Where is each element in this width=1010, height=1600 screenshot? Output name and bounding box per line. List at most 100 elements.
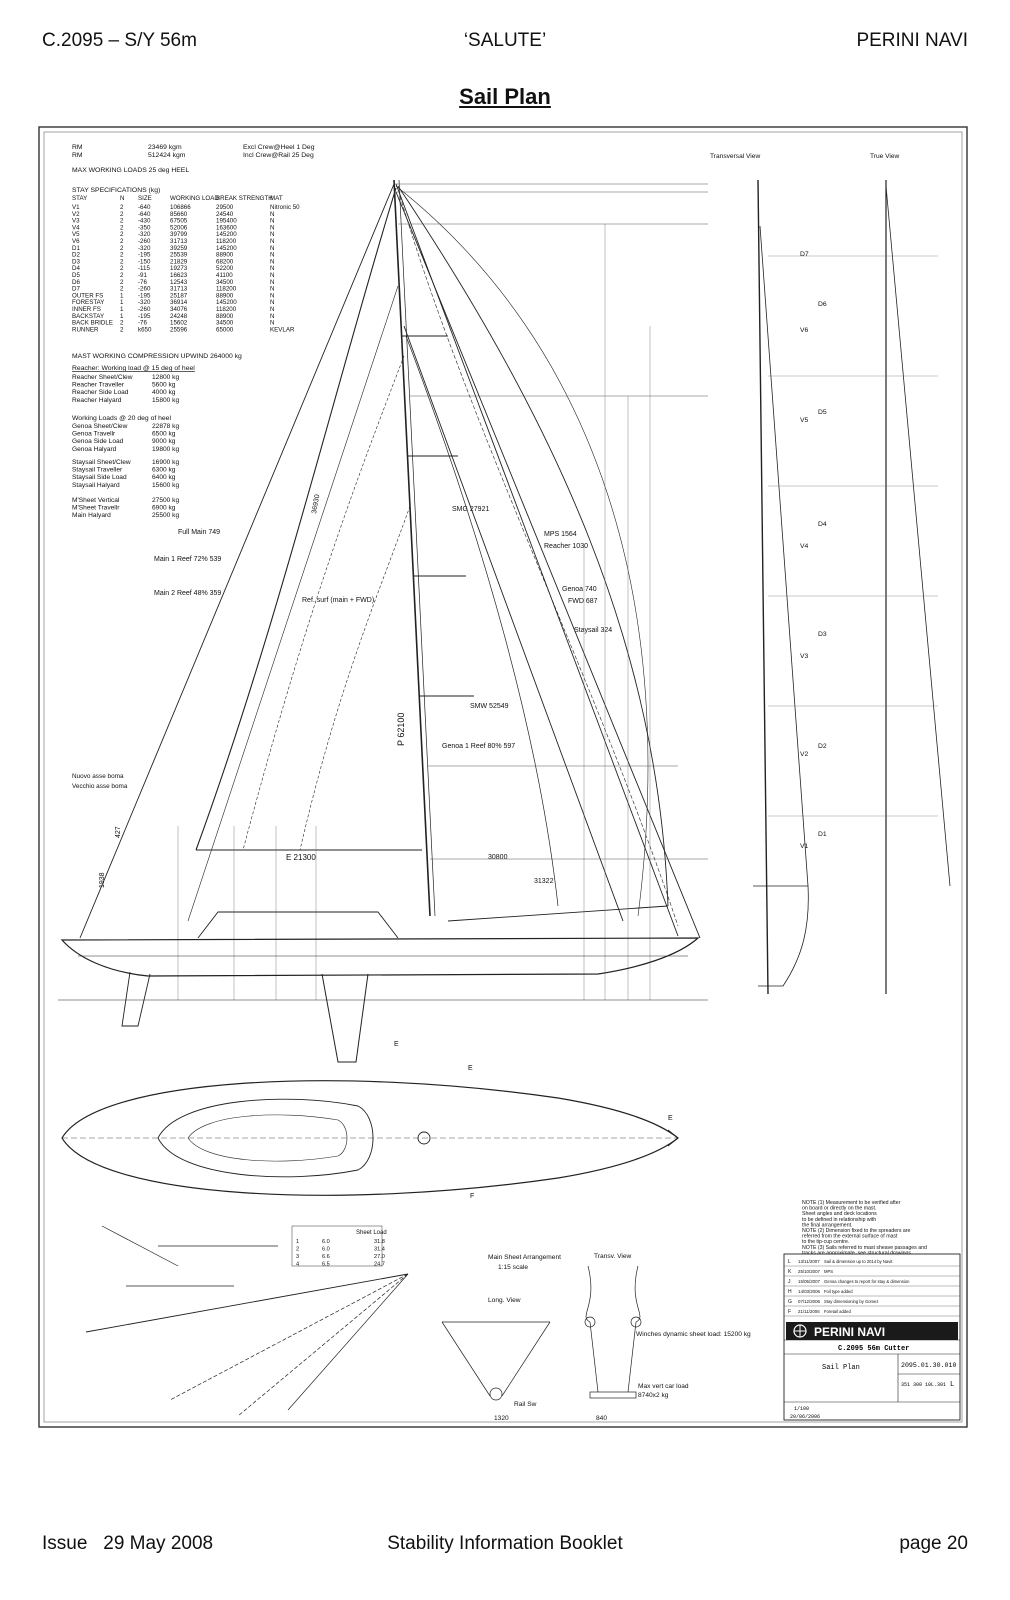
stay-cell: 16623 (170, 272, 188, 279)
stay-cell: N (270, 299, 274, 306)
mast-compression: MAST WORKING COMPRESSION UPWIND 264000 k… (72, 353, 242, 360)
sheet-load-cell: 6.5 (322, 1262, 330, 1268)
stay-cell: 1 (120, 313, 124, 320)
stay-cell: V5 (72, 231, 80, 238)
stay-cell: N (270, 272, 274, 279)
stay-cell: 31713 (170, 286, 188, 293)
stay-cell: V3 (72, 218, 80, 225)
stay-cell: N (270, 279, 274, 286)
stay-cell: 25187 (170, 292, 188, 299)
stay-cell: -91 (138, 272, 148, 279)
project-name: C.2095 56m Cutter (838, 1345, 909, 1353)
diagonal-label: D7 (800, 251, 809, 258)
load-label: Genoa Halyard (72, 446, 117, 453)
height-lines (394, 183, 708, 860)
stay-cell: V4 (72, 224, 80, 231)
transversal-tick-lines (768, 255, 938, 817)
stay-cell: 2 (120, 252, 124, 259)
page-title: Sail Plan (459, 84, 551, 109)
revision-description-cell: Stay dimensioning by Gomez (824, 1299, 878, 1304)
load-value: 12800 kg (152, 374, 179, 381)
stay-cell: -115 (138, 265, 150, 272)
true-view-title: True View (870, 153, 900, 160)
stay-cell: 39259 (170, 245, 188, 252)
bowsprit (667, 1129, 679, 1147)
stay-cell: N (270, 224, 274, 231)
stay-spec-title: STAY SPECIFICATIONS (kg) (72, 187, 160, 194)
reacher-title: Reacher: Working load @ 15 deg of heel (72, 365, 195, 372)
stay-cell: 36914 (170, 299, 188, 306)
stay-cell: 1 (120, 299, 124, 306)
stay-cell: -195 (138, 292, 151, 299)
note-line: to the tip-cup centre. (802, 1239, 849, 1245)
stay-cell: 29500 (216, 204, 234, 211)
stay-cell: 2 (120, 211, 124, 218)
sheet-load-cell: 27.0 (374, 1254, 385, 1260)
stay-cell: N (270, 245, 274, 252)
true-view-shroud (885, 185, 951, 887)
station-lines (177, 224, 651, 1000)
stay-cell: D7 (72, 286, 80, 293)
stay-cell: 2 (120, 218, 124, 225)
stay-cell: N (270, 265, 274, 272)
stay-cell: 25596 (170, 326, 188, 333)
label-smw: SMW 52549 (470, 703, 509, 710)
deckhouse (197, 911, 399, 939)
main-sheet-title: Main Sheet Arrangement (488, 1254, 561, 1261)
car-load: Max vert car load (638, 1383, 689, 1390)
runner (187, 285, 399, 922)
load-label: Reacher Sheet/Clew (72, 374, 133, 381)
load-value: 15600 kg (152, 482, 179, 489)
stay-cell: KEVLAR (270, 326, 295, 333)
header-project: C.2095 – S/Y 56m (42, 30, 197, 51)
sub-number: 351 300 10L.301 (901, 1382, 946, 1388)
stay-cell: 2 (120, 286, 124, 293)
diagonal-label: V5 (800, 417, 809, 424)
label-reacher: Reacher 1030 (544, 543, 588, 550)
load-value: 15800 kg (152, 397, 179, 404)
stay-cell: 2 (120, 204, 124, 211)
stay-cell: 118200 (216, 238, 237, 245)
drawing-name: Sail Plan (822, 1364, 860, 1372)
stay-cell: 24248 (170, 313, 188, 320)
mast-aft-face (398, 179, 436, 917)
stay-cell: D2 (72, 252, 80, 259)
stay-cell: -260 (138, 286, 151, 293)
revision-letter-cell: H (788, 1289, 792, 1295)
load-value: 19800 kg (152, 446, 179, 453)
stay-cell: 34076 (170, 306, 188, 313)
backstay (79, 183, 395, 939)
stay-cell: 1 (120, 292, 124, 299)
header-builder: PERINI NAVI (856, 30, 968, 51)
diagonal-label: V3 (800, 653, 809, 660)
load-value: 6300 kg (152, 467, 176, 474)
note-line: referred from the external surface of ma… (802, 1234, 898, 1240)
stay-cell: 2 (120, 320, 124, 327)
sheet-detail (85, 1225, 409, 1417)
transversal-mast (757, 179, 769, 995)
revision-date-cell: 14/03/2006 (798, 1289, 821, 1294)
sheet-load-cell: 6.0 (322, 1247, 330, 1253)
stay-cell: D5 (72, 272, 80, 279)
revision-description-cell: Foretail added (824, 1309, 851, 1314)
max-working-loads: MAX WORKING LOADS 25 deg HEEL (72, 167, 189, 174)
stay-cell: -260 (138, 306, 151, 313)
dim-1320: 1320 (494, 1415, 509, 1422)
stay-cell: N (270, 211, 274, 218)
load-value: 6900 kg (152, 505, 176, 512)
stay-cell: 39799 (170, 231, 188, 238)
stay-cell: 88900 (216, 252, 234, 259)
stay-header: WORKING LOAD (170, 195, 219, 202)
rm-note-2: Incl Crew@Rail 25 Deg (243, 152, 314, 159)
mps-outline (395, 185, 649, 917)
callout-e-1: E (468, 1065, 473, 1072)
load-value: 25500 kg (152, 512, 179, 519)
stay-cell: V6 (72, 238, 80, 245)
stay-cell: 163600 (216, 224, 237, 231)
stay-cell: N (270, 320, 274, 327)
label-smg: SMG 27921 (452, 506, 489, 513)
dim-840: 840 (596, 1415, 607, 1422)
